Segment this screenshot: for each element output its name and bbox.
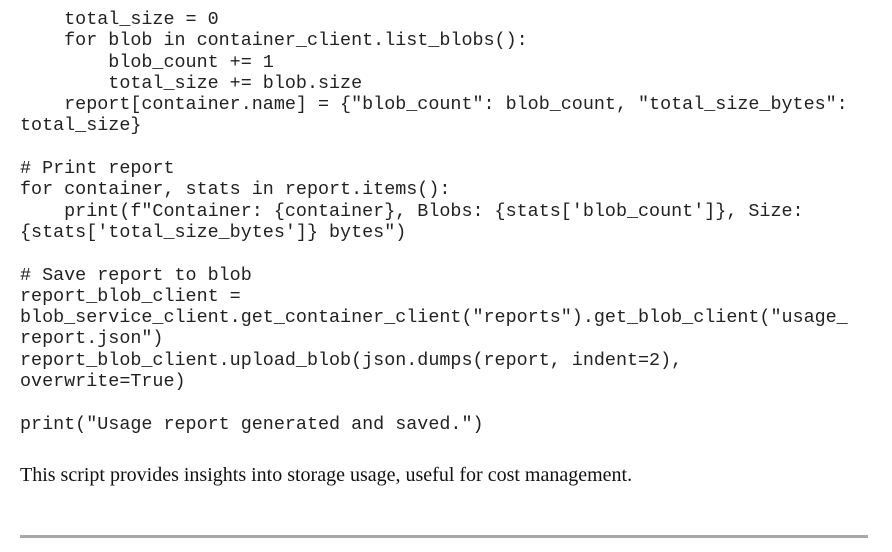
code-line [20,392,848,413]
code-line: blob_count += 1 [20,51,274,73]
code-line [20,243,848,264]
code-line: total_size = 0 [20,9,219,30]
code-line: report_blob_client = [20,285,241,307]
code-line: total_size += blob.size [20,72,363,94]
code-line: report.json") [20,328,164,350]
code-line: print("Usage report generated and saved.… [20,413,484,435]
code-line: # Print report [20,158,175,180]
code-line [20,137,848,158]
code-line: overwrite=True) [20,371,186,393]
code-line: blob_service_client.get_container_client… [20,307,848,329]
code-block: total_size = 0 for blob in container_cli… [20,9,848,435]
code-line: print(f"Container: {container}, Blobs: {… [20,200,804,222]
horizontal-divider [20,535,868,538]
code-line: total_size} [20,115,142,137]
body-paragraph: This script provides insights into stora… [20,464,633,486]
code-line: for blob in container_client.list_blobs(… [20,30,528,52]
code-line: report_blob_client.upload_blob(json.dump… [20,349,683,371]
code-line: # Save report to blob [20,264,252,286]
code-line: {stats['total_size_bytes']} bytes") [20,221,407,243]
code-line: for container, stats in report.items(): [20,179,451,201]
code-line: report[container.name] = {"blob_count": … [20,94,848,116]
